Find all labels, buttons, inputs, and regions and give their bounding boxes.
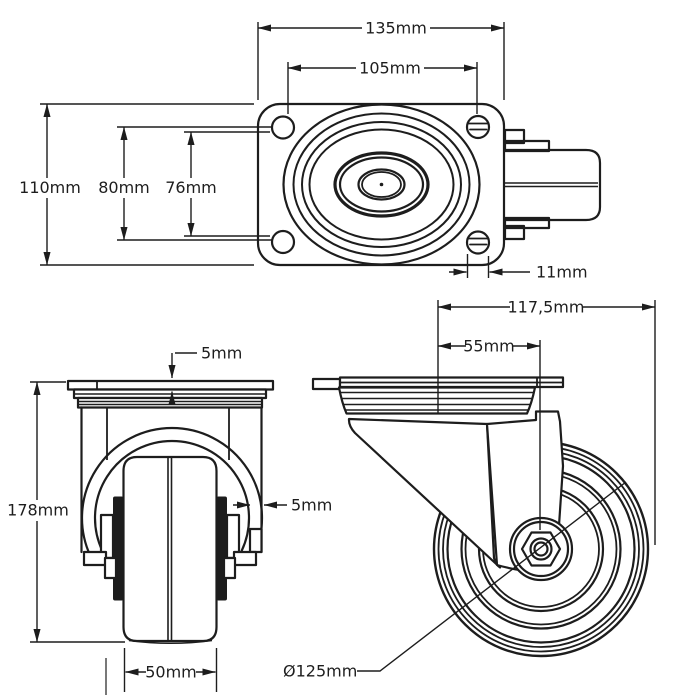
- dimension-total-length: 117,5mm: [437, 298, 656, 545]
- dim-label-total-height: 178mm: [7, 501, 69, 520]
- dim-label-hole-diameter: 11mm: [536, 263, 588, 282]
- dimension-wheel-width: 50mm: [105, 648, 218, 695]
- dim-label-hole-spacing-outer: 80mm: [98, 178, 150, 197]
- side-plate-and-flange: [311, 376, 565, 415]
- dimension-plate-thickness: 5mm: [168, 344, 242, 405]
- dim-label-wheel-width: 50mm: [145, 663, 197, 682]
- hub-side-right: [216, 496, 227, 601]
- wheel-top-profile: [503, 128, 602, 241]
- dim-label-total-length: 117,5mm: [508, 298, 585, 317]
- top-view: 135mm 105mm 110mm 80mm: [19, 19, 602, 282]
- dimension-hole-spacing-inner: 76mm: [165, 131, 270, 237]
- dimension-plate-length: 135mm: [257, 19, 505, 100]
- axle-assembly: [508, 516, 574, 582]
- front-bracket-feet: [82, 513, 263, 580]
- hub-side-left: [113, 496, 124, 601]
- dimension-swivel-offset: 55mm: [437, 337, 541, 530]
- dim-label-hole-spacing-inner: 76mm: [165, 178, 217, 197]
- dim-label-plate-length: 135mm: [365, 19, 427, 38]
- dimension-plate-width: 110mm: [19, 103, 254, 266]
- dim-label-swivel-offset: 55mm: [463, 337, 515, 356]
- dimension-hole-spacing-outer: 80mm: [98, 126, 272, 241]
- side-view: 117,5mm 55mm Ø125mm: [283, 298, 656, 681]
- front-plate-and-flange: [66, 379, 275, 409]
- dim-label-plate-width: 110mm: [19, 178, 81, 197]
- dim-label-bracket-thickness: 5mm: [291, 496, 332, 515]
- dim-label-hole-spacing-length: 105mm: [359, 59, 421, 78]
- dim-label-plate-thickness: 5mm: [201, 344, 242, 363]
- dimension-bracket-thickness: 5mm: [233, 496, 332, 515]
- front-view: 5mm 178mm 5mm 50mm: [7, 344, 332, 695]
- swivel-races: [282, 103, 481, 266]
- dimension-total-height: 178mm: [7, 381, 125, 643]
- dimension-hole-spacing-length: 105mm: [287, 59, 478, 114]
- fork-side-plate: [347, 417, 502, 569]
- dimension-wheel-diameter: Ø125mm: [283, 481, 627, 681]
- dim-label-wheel-diameter: Ø125mm: [283, 662, 357, 681]
- front-wheel: [113, 455, 227, 645]
- dimension-hole-diameter: 11mm: [449, 254, 588, 282]
